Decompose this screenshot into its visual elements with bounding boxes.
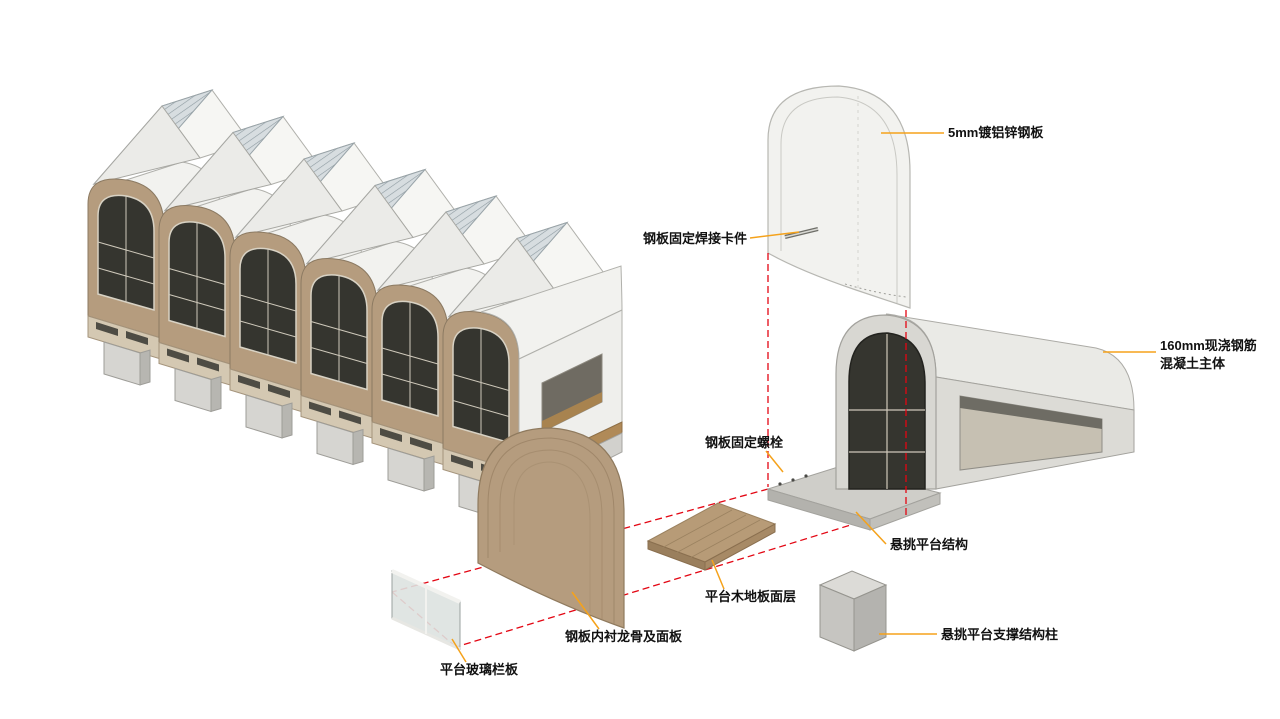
label-concrete-body-line2: 混凝土主体 — [1160, 356, 1226, 371]
leader-glass-railing — [451, 638, 467, 663]
guide-line — [455, 518, 871, 648]
leader-platform-structure — [855, 511, 887, 545]
annotation-support-column: 悬挑平台支撑结构柱 — [879, 627, 1058, 642]
guide-line — [391, 488, 769, 593]
annotation-platform-structure: 悬挑平台结构 — [855, 511, 968, 552]
annotations: 5mm镀铝锌钢板 钢板固定焊接卡件 160mm现浇钢筋 混凝土主体 钢板固定螺栓… — [440, 125, 1257, 677]
wood-floor-panel — [646, 502, 777, 571]
concrete-vault — [835, 313, 1135, 490]
label-concrete-body-line1: 160mm现浇钢筋 — [1160, 338, 1257, 353]
label-glass-railing: 平台玻璃栏板 — [440, 662, 519, 677]
annotation-concrete-body: 160mm现浇钢筋 混凝土主体 — [1103, 338, 1257, 371]
annotation-welding-clip: 钢板固定焊接卡件 — [643, 231, 800, 246]
explode-guides-upper — [767, 253, 907, 519]
leader-lining-panel — [571, 591, 600, 630]
label-platform-structure: 悬挑平台结构 — [890, 537, 968, 552]
annotation-glass-railing: 平台玻璃栏板 — [440, 638, 519, 677]
fixing-bolts — [778, 474, 808, 486]
welding-clip-detail — [784, 227, 819, 239]
label-steel-plate: 5mm镀铝锌钢板 — [948, 125, 1044, 140]
steel-plate-shell — [767, 85, 911, 309]
annotation-steel-plate: 5mm镀铝锌钢板 — [881, 125, 1044, 140]
label-wood-floor: 平台木地板面层 — [705, 589, 796, 604]
leader-wood-floor — [711, 559, 725, 590]
support-column-cube — [818, 570, 888, 652]
explode-guides-lower — [391, 488, 871, 648]
label-lining-panel: 钢板内衬龙骨及面板 — [565, 629, 683, 644]
annotation-fixing-bolt: 钢板固定螺栓 — [705, 435, 784, 473]
leader-welding-clip — [749, 231, 800, 239]
annotation-wood-floor: 平台木地板面层 — [705, 559, 796, 604]
label-fixing-bolt: 钢板固定螺栓 — [705, 435, 783, 450]
annotation-lining-panel: 钢板内衬龙骨及面板 — [565, 591, 683, 644]
label-welding-clip: 钢板固定焊接卡件 — [643, 231, 747, 246]
leader-fixing-bolt — [765, 450, 784, 473]
platform-slab — [766, 466, 942, 531]
label-support-column: 悬挑平台支撑结构柱 — [941, 627, 1058, 642]
wood-arch-liner — [477, 427, 625, 629]
glass-railing-panel — [391, 569, 461, 651]
